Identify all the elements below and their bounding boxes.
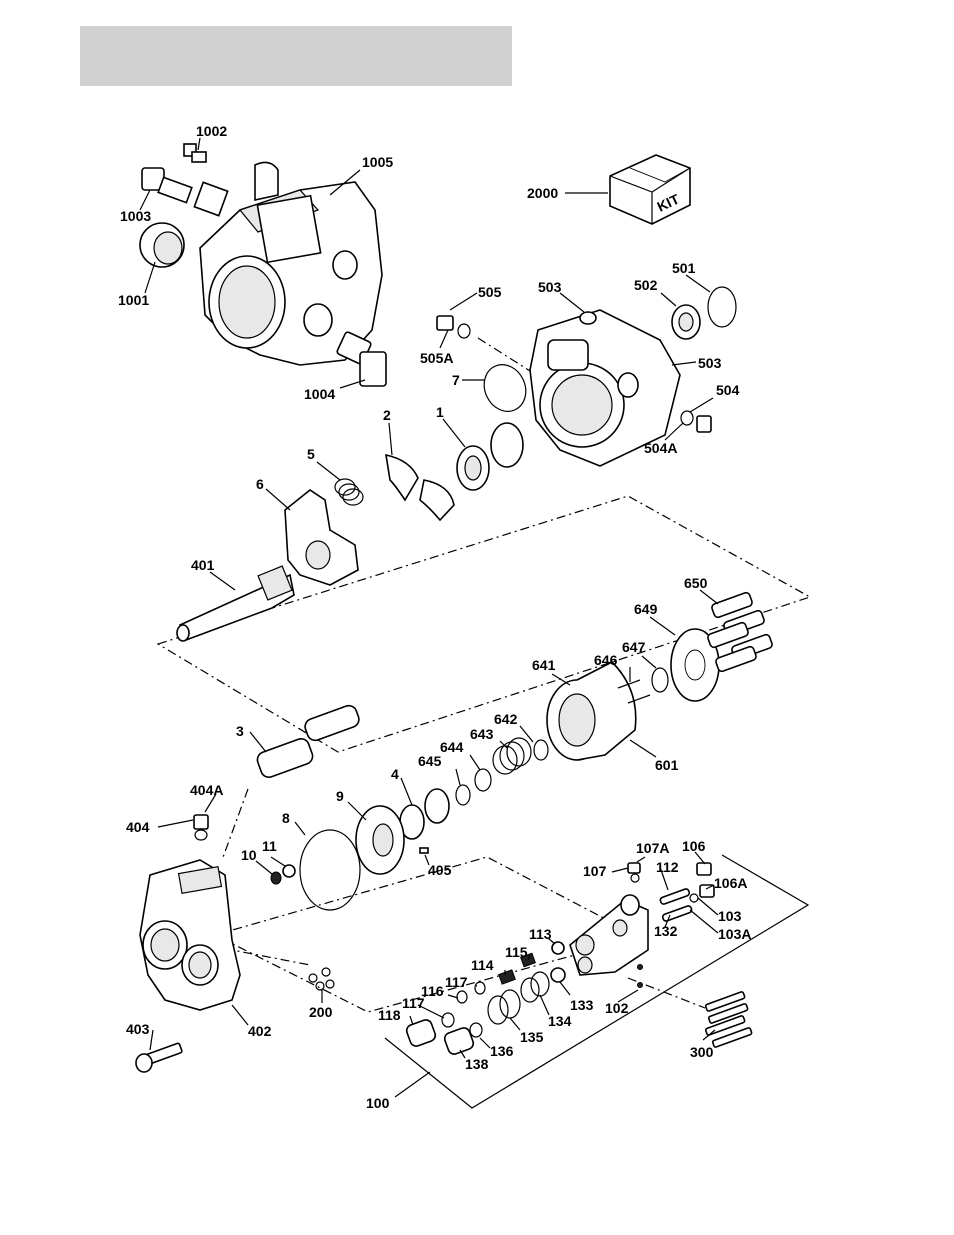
snap-ring-501 — [708, 287, 736, 327]
callout-114: 114 — [471, 957, 494, 973]
seal-502 — [672, 305, 700, 339]
callout-647: 647 — [622, 639, 646, 655]
callout-642: 642 — [494, 711, 518, 727]
saddle-bearings-2 — [386, 455, 454, 520]
callout-200: 200 — [309, 1004, 333, 1020]
callout-117-lower: 117 — [402, 995, 425, 1011]
callout-102: 102 — [605, 1000, 629, 1016]
callout-7: 7 — [452, 372, 460, 388]
plug-505 — [437, 316, 470, 338]
callout-402: 402 — [248, 1023, 272, 1039]
elbow-fitting-1003 — [142, 168, 228, 216]
drive-shaft-401 — [177, 566, 294, 641]
plug-1001 — [140, 223, 184, 267]
callout-503-top: 503 — [538, 279, 562, 295]
bearing-4 — [400, 789, 449, 839]
callout-1002: 1002 — [196, 123, 227, 139]
callout-504: 504 — [716, 382, 740, 398]
callout-2: 2 — [383, 407, 391, 423]
callout-6: 6 — [256, 476, 264, 492]
plug-404 — [194, 815, 208, 840]
callout-645: 645 — [418, 753, 442, 769]
callout-138: 138 — [465, 1056, 489, 1072]
swashplate-6 — [285, 490, 358, 585]
callout-505A: 505A — [420, 350, 453, 366]
callout-118: 118 — [378, 1007, 401, 1023]
callout-11: 11 — [262, 838, 277, 854]
kit-box: KIT — [610, 155, 690, 224]
pistons-3 — [255, 703, 361, 779]
callout-107: 107 — [583, 863, 607, 879]
callout-1003: 1003 — [120, 208, 151, 224]
callout-401: 401 — [191, 557, 215, 573]
callout-1: 1 — [436, 404, 444, 420]
o-ring-8 — [300, 830, 360, 910]
spring-10-plug-11 — [271, 865, 295, 884]
callout-505: 505 — [478, 284, 502, 300]
callout-106: 106 — [682, 838, 706, 854]
callout-503-side: 503 — [698, 355, 722, 371]
callout-646: 646 — [594, 652, 618, 668]
ball-guide-647 — [652, 668, 668, 692]
callout-501: 501 — [672, 260, 696, 276]
callout-3: 3 — [236, 723, 244, 739]
callout-9: 9 — [336, 788, 344, 804]
callout-107A: 107A — [636, 840, 669, 856]
bearing-1 — [457, 423, 523, 490]
callout-644: 644 — [440, 739, 464, 755]
callout-112: 112 — [656, 859, 679, 875]
o-ring-7 — [477, 358, 534, 418]
rotating-group-boundary — [158, 496, 810, 752]
valve-plate-9 — [356, 806, 404, 874]
callout-650: 650 — [684, 575, 708, 591]
callout-117-upper: 117 — [445, 974, 468, 990]
plug-504 — [681, 411, 711, 432]
callout-404A: 404A — [190, 782, 223, 798]
callout-4: 4 — [391, 766, 399, 782]
callout-1001: 1001 — [118, 292, 149, 308]
callout-135: 135 — [520, 1029, 544, 1045]
callout-113: 113 — [529, 926, 552, 942]
callout-115: 115 — [505, 944, 528, 960]
bolts-300 — [705, 991, 752, 1047]
callout-2000: 2000 — [527, 185, 558, 201]
callout-5: 5 — [307, 446, 315, 462]
callout-134: 134 — [548, 1013, 572, 1029]
control-valve-body — [570, 895, 648, 975]
callout-404: 404 — [126, 819, 150, 835]
callout-601: 601 — [655, 757, 679, 773]
callout-403: 403 — [126, 1021, 150, 1037]
callout-10: 10 — [241, 847, 257, 863]
callout-641: 641 — [532, 657, 556, 673]
callout-649: 649 — [634, 601, 658, 617]
callout-133: 133 — [570, 997, 594, 1013]
cylinder-block-641 — [547, 662, 636, 760]
callout-300: 300 — [690, 1044, 714, 1060]
callout-106A: 106A — [714, 875, 747, 891]
fitting-1002 — [184, 144, 206, 162]
callout-643: 643 — [470, 726, 494, 742]
bolt-403 — [136, 1043, 182, 1072]
port-block-402 — [140, 860, 240, 1010]
callout-132: 132 — [654, 923, 678, 939]
callout-502: 502 — [634, 277, 658, 293]
callout-405: 405 — [428, 862, 452, 878]
spring-set-642-645 — [456, 738, 548, 805]
callout-100: 100 — [366, 1095, 390, 1111]
spring-5 — [335, 479, 363, 505]
o-rings-200 — [309, 968, 334, 990]
callout-103A: 103A — [718, 926, 751, 942]
pin-405 — [420, 848, 428, 853]
callout-1005: 1005 — [362, 154, 393, 170]
callout-8: 8 — [282, 810, 290, 826]
callout-504A: 504A — [644, 440, 677, 456]
spools-112-132 — [660, 888, 693, 922]
callout-1004: 1004 — [304, 386, 335, 402]
callout-103: 103 — [718, 908, 742, 924]
callout-136: 136 — [490, 1043, 514, 1059]
